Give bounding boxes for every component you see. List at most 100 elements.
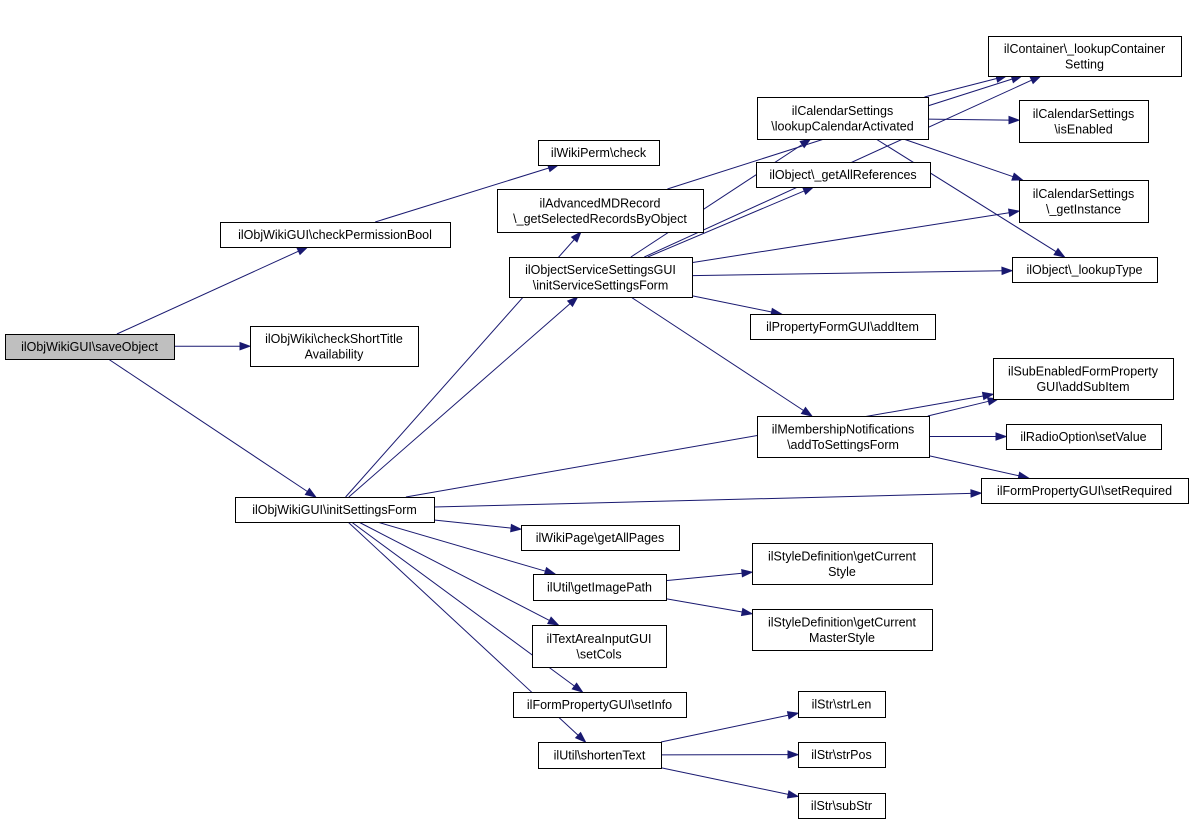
node-box[interactable] xyxy=(509,257,693,298)
nodes-layer: ilObjWikiGUI\saveObject ilObjWikiGUI\chec… xyxy=(5,36,1189,819)
node-label: ilFormPropertyGUI\setRequired xyxy=(997,484,1172,498)
node-membership[interactable]: ilMembershipNotifications\addToSettingsF… xyxy=(757,416,930,458)
arrowhead-saveObject-to-checkPermissionBool xyxy=(296,246,309,256)
node-label: ilUtil\getImagePath xyxy=(547,581,652,595)
node-label: ilObjWiki\checkShortTitle xyxy=(265,332,403,346)
node-label: ilFormPropertyGUI\setInfo xyxy=(527,698,672,712)
arrowhead-initSettingsForm-to-setRequired xyxy=(970,489,983,498)
node-box[interactable] xyxy=(1006,424,1162,450)
node-box[interactable] xyxy=(1012,257,1158,283)
node-label: \addToSettingsForm xyxy=(787,438,899,452)
arrowhead-shortenText-to-strPos xyxy=(787,750,800,759)
edge-saveObject-to-initSettingsForm xyxy=(108,358,308,492)
node-box[interactable] xyxy=(988,36,1182,77)
edge-shortenText-to-subStr xyxy=(660,767,789,795)
arrowhead-initSettingsForm-to-setInfo xyxy=(571,682,584,693)
node-calIsEnabled[interactable]: ilCalendarSettings\isEnabled xyxy=(1019,100,1149,143)
node-calGetInstance[interactable]: ilCalendarSettings\_getInstance xyxy=(1019,180,1149,223)
node-label: ilTextAreaInputGUI xyxy=(547,632,652,646)
node-strPos[interactable]: ilStr\strPos xyxy=(798,742,886,768)
edge-initSettingsForm-to-objectService xyxy=(348,303,571,498)
edge-calLookupActivated-to-calGetInstance xyxy=(903,138,1014,178)
node-box[interactable] xyxy=(798,793,886,819)
edge-calLookupActivated-to-containerLookup xyxy=(924,78,997,98)
node-label: ilStyleDefinition\getCurrent xyxy=(768,549,917,563)
node-advancedMD[interactable]: ilAdvancedMDRecord\_getSelectedRecordsBy… xyxy=(497,189,704,233)
node-addItem[interactable]: ilPropertyFormGUI\addItem xyxy=(750,314,936,340)
node-box[interactable] xyxy=(1019,180,1149,223)
arrowhead-objectService-to-containerLookup xyxy=(1029,75,1043,85)
arrowhead-saveObject-to-initSettingsForm xyxy=(304,487,317,498)
node-box[interactable] xyxy=(798,691,886,718)
node-label: \isEnabled xyxy=(1054,122,1112,136)
node-box[interactable] xyxy=(756,162,931,188)
node-setInfo[interactable]: ilFormPropertyGUI\setInfo xyxy=(513,692,687,718)
node-box[interactable] xyxy=(752,609,933,651)
arrowhead-getImagePath-to-styleCurrent xyxy=(741,568,754,578)
node-checkPermissionBool[interactable]: ilObjWikiGUI\checkPermissionBool xyxy=(220,222,451,248)
node-label: ilObject\_getAllReferences xyxy=(769,168,916,182)
arrowhead-initSettingsForm-to-advancedMD xyxy=(570,230,582,243)
node-getAllReferences[interactable]: ilObject\_getAllReferences xyxy=(756,162,931,188)
node-box[interactable] xyxy=(533,574,667,601)
node-box[interactable] xyxy=(532,625,667,668)
node-box[interactable] xyxy=(757,97,929,140)
node-box[interactable] xyxy=(513,692,687,718)
node-setRequired[interactable]: ilFormPropertyGUI\setRequired xyxy=(981,478,1189,504)
edge-objectService-to-membership xyxy=(630,296,804,411)
node-strLen[interactable]: ilStr\strLen xyxy=(798,691,886,718)
node-box[interactable] xyxy=(538,140,660,166)
node-label: ilStr\subStr xyxy=(811,799,872,813)
node-subStr[interactable]: ilStr\subStr xyxy=(798,793,886,819)
node-box[interactable] xyxy=(250,326,419,367)
node-box[interactable] xyxy=(757,416,930,458)
node-label: ilUtil\shortenText xyxy=(554,749,646,763)
node-box[interactable] xyxy=(521,525,680,551)
node-objectService[interactable]: ilObjectServiceSettingsGUI\initServiceSe… xyxy=(509,257,693,298)
node-label: ilAdvancedMDRecord xyxy=(540,196,661,210)
node-box[interactable] xyxy=(750,314,936,340)
node-wikiPermCheck[interactable]: ilWikiPerm\check xyxy=(538,140,660,166)
node-box[interactable] xyxy=(752,543,933,585)
arrowhead-initSettingsForm-to-objectService xyxy=(566,296,579,308)
node-getImagePath[interactable]: ilUtil\getImagePath xyxy=(533,574,667,601)
arrowhead-initSettingsForm-to-addSubItem xyxy=(981,391,995,401)
node-textAreaCols[interactable]: ilTextAreaInputGUI\setCols xyxy=(532,625,667,668)
node-label: ilStr\strLen xyxy=(812,698,872,712)
arrowhead-getImagePath-to-styleMaster xyxy=(740,607,754,617)
arrowhead-shortenText-to-subStr xyxy=(786,790,800,799)
node-shortenText[interactable]: ilUtil\shortenText xyxy=(538,742,662,769)
node-getAllPages[interactable]: ilWikiPage\getAllPages xyxy=(521,525,680,551)
edge-membership-to-setRequired xyxy=(928,455,1019,477)
node-label: \lookupCalendarActivated xyxy=(771,119,913,133)
node-label: ilCalendarSettings xyxy=(1033,107,1134,121)
node-calLookupActivated[interactable]: ilCalendarSettings\lookupCalendarActivat… xyxy=(757,97,929,140)
node-lookupType[interactable]: ilObject\_lookupType xyxy=(1012,257,1158,283)
node-initSettingsForm[interactable]: ilObjWikiGUI\initSettingsForm xyxy=(235,497,435,523)
node-box[interactable] xyxy=(993,358,1174,400)
node-box[interactable] xyxy=(5,334,175,360)
edge-membership-to-addSubItem xyxy=(927,400,989,417)
node-label: ilCalendarSettings xyxy=(1033,187,1134,201)
edge-initSettingsForm-to-getImagePath xyxy=(377,521,546,572)
node-saveObject[interactable]: ilObjWikiGUI\saveObject xyxy=(5,334,175,360)
node-box[interactable] xyxy=(981,478,1189,504)
node-radioSetValue[interactable]: ilRadioOption\setValue xyxy=(1006,424,1162,450)
arrowhead-objectService-to-lookupType xyxy=(1001,266,1014,276)
node-label: ilObjWikiGUI\initSettingsForm xyxy=(252,503,417,517)
edge-shortenText-to-strLen xyxy=(660,714,789,743)
node-box[interactable] xyxy=(235,497,435,523)
node-box[interactable] xyxy=(497,189,704,233)
node-label: ilPropertyFormGUI\addItem xyxy=(766,320,919,334)
node-box[interactable] xyxy=(220,222,451,248)
edge-objectService-to-lookupType xyxy=(691,270,1003,277)
node-box[interactable] xyxy=(538,742,662,769)
node-box[interactable] xyxy=(798,742,886,768)
node-label: Availability xyxy=(305,347,365,361)
node-box[interactable] xyxy=(1019,100,1149,143)
